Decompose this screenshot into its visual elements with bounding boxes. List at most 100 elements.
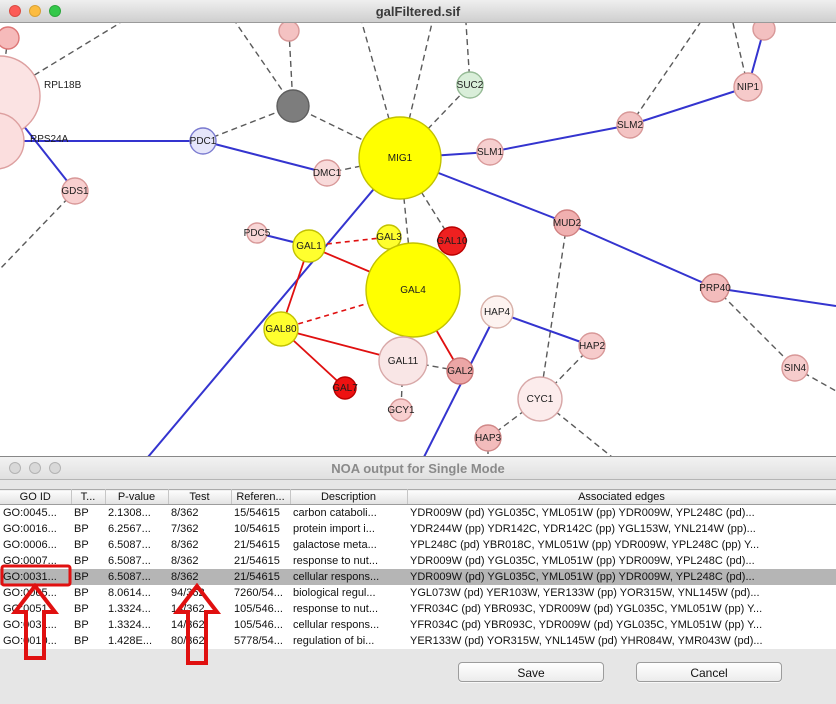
- graph-node-SUC2[interactable]: [456, 71, 484, 99]
- noa-window-title: NOA output for Single Mode: [331, 460, 505, 476]
- graph-node-GDS1[interactable]: [61, 177, 89, 205]
- table-cell: GO:0010...: [3, 635, 57, 647]
- table-cell: 6.5087...: [108, 539, 151, 551]
- graph-edge-pp: [566, 222, 716, 289]
- graph-node-GAL11[interactable]: [378, 336, 428, 386]
- graph-node-RPS24A[interactable]: [0, 112, 25, 170]
- graph-edge-pp: [489, 124, 631, 153]
- graph-node-NIP1[interactable]: [733, 72, 763, 102]
- graph-node-GAL1[interactable]: [292, 229, 326, 263]
- table-cell: 2.1308...: [108, 507, 151, 519]
- graph-edge-dash: [714, 287, 796, 369]
- table-cell: GO:0065...: [3, 587, 57, 599]
- graph-node-SIN4[interactable]: [781, 354, 809, 382]
- close-button-icon[interactable]: [9, 5, 21, 17]
- minimize-button-icon[interactable]: [29, 462, 41, 474]
- zoom-button-icon[interactable]: [49, 5, 61, 17]
- table-cell: 1.3324...: [108, 603, 151, 615]
- graph-node-corner[interactable]: [0, 26, 20, 50]
- minimize-button-icon[interactable]: [29, 5, 41, 17]
- table-cell: YDR009W (pd) YGL035C, YML051W (pp) YDR00…: [410, 571, 755, 583]
- table-cell: BP: [74, 635, 89, 647]
- graph-node-GAL10[interactable]: [437, 226, 467, 256]
- table-cell: YER133W (pd) YOR315W, YNL145W (pd) YHR08…: [410, 635, 763, 647]
- graph-node-PRP40[interactable]: [700, 273, 730, 303]
- graph-node-GAL4[interactable]: [365, 242, 461, 338]
- table-cell: 6.5087...: [108, 555, 151, 567]
- column-header-description[interactable]: Description: [290, 489, 408, 505]
- column-header-go-id[interactable]: GO ID: [0, 489, 72, 505]
- graph-node-MUD2[interactable]: [553, 209, 581, 237]
- zoom-button-icon[interactable]: [49, 462, 61, 474]
- table-cell: BP: [74, 619, 89, 631]
- graph-node-PDC5[interactable]: [246, 222, 268, 244]
- table-cell: GO:0016...: [3, 523, 57, 535]
- table-cell: cellular respons...: [293, 619, 380, 631]
- graph-node-topright[interactable]: [752, 23, 776, 41]
- column-header-associated-edges[interactable]: Associated edges: [407, 489, 836, 505]
- table-cell: GO:0051...: [3, 603, 57, 615]
- column-header-test[interactable]: Test: [168, 489, 232, 505]
- table-cell: biological regul...: [293, 587, 376, 599]
- graph-node-HAP4[interactable]: [480, 295, 514, 329]
- table-cell: 105/546...: [234, 619, 283, 631]
- graph-node-GAL7[interactable]: [333, 376, 357, 400]
- table-cell: 8/362: [171, 539, 199, 551]
- table-cell: 21/54615: [234, 571, 280, 583]
- table-cell: GO:0045...: [3, 507, 57, 519]
- table-cell: BP: [74, 507, 89, 519]
- column-header-t[interactable]: T...: [71, 489, 106, 505]
- column-header-p-value[interactable]: P-value: [105, 489, 169, 505]
- noa-window-titlebar[interactable]: NOA output for Single Mode: [0, 457, 836, 480]
- table-cell: 10/54615: [234, 523, 280, 535]
- table-cell: 7/362: [171, 523, 199, 535]
- table-cell: 5778/54...: [234, 635, 283, 647]
- close-button-icon[interactable]: [9, 462, 21, 474]
- graph-node-GAL2[interactable]: [446, 357, 474, 385]
- table-cell: 94/362: [171, 587, 205, 599]
- table-cell: 8.0614...: [108, 587, 151, 599]
- table-cell: 105/546...: [234, 603, 283, 615]
- graph-node-MIG1[interactable]: [358, 116, 442, 200]
- column-header-referen[interactable]: Referen...: [231, 489, 291, 505]
- graph-node-graynode[interactable]: [276, 89, 310, 123]
- table-cell: response to nut...: [293, 603, 378, 615]
- graph-node-DMC1[interactable]: [313, 159, 341, 187]
- traffic-lights-inactive: [9, 462, 61, 474]
- network-window-titlebar[interactable]: galFiltered.sif: [0, 0, 836, 23]
- graph-node-HAP2[interactable]: [578, 332, 606, 360]
- cancel-button[interactable]: Cancel: [636, 662, 782, 682]
- graph-node-PDC1[interactable]: [189, 127, 217, 155]
- graph-node-SLM2[interactable]: [616, 111, 644, 139]
- graph-edge-pp: [202, 140, 328, 174]
- table-cell: 21/54615: [234, 555, 280, 567]
- graph-node-GCY1[interactable]: [389, 398, 413, 422]
- graph-node-label: RPS24A: [30, 134, 69, 145]
- graph-edge-pp: [496, 311, 593, 347]
- table-cell: BP: [74, 539, 89, 551]
- table-cell: YGL073W (pd) YER103W, YER133W (pp) YOR31…: [410, 587, 760, 599]
- graph-node-SLM1[interactable]: [476, 138, 504, 166]
- table-cell: 21/54615: [234, 539, 280, 551]
- table-cell: 6.5087...: [108, 571, 151, 583]
- save-button[interactable]: Save: [458, 662, 604, 682]
- graph-edge-dash: [794, 367, 836, 392]
- network-canvas[interactable]: RPL18BRPS24AGDS1PDC1DMC1MIG1SUC2SLM1SLM2…: [0, 23, 836, 456]
- graph-edge-dash: [399, 157, 453, 242]
- table-cell: GO:0031...: [3, 571, 57, 583]
- table-cell: YFR034C (pd) YBR093C, YDR009W (pd) YGL03…: [410, 619, 763, 631]
- table-cell: 8/362: [171, 507, 199, 519]
- graph-node-CYC1[interactable]: [517, 376, 563, 422]
- graph-node-HAP3[interactable]: [474, 424, 502, 452]
- graph-node-GAL80[interactable]: [263, 311, 299, 347]
- graph-node-toppink[interactable]: [278, 23, 300, 42]
